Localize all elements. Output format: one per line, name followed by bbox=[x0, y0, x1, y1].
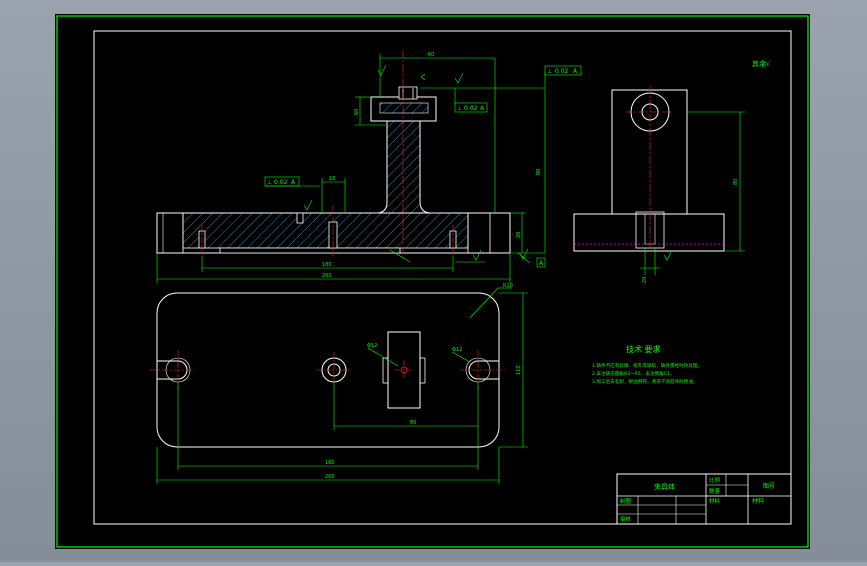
tech-req-line: 3.加工后去毛刺，锐边倒钝，清洗干净后涂防锈油。 bbox=[592, 378, 697, 385]
drawing-sheet bbox=[55, 14, 810, 549]
drawing-frame bbox=[93, 30, 792, 525]
dimension-text: 20 bbox=[642, 277, 648, 283]
hole-callout: Φ12 bbox=[367, 343, 377, 349]
technical-requirements: 技术 要求 1.铸件不应有砂眼、缩孔等缺陷，铸件需经时效处理。 2.未注铸造圆角… bbox=[592, 344, 702, 385]
tech-req-line: 1.铸件不应有砂眼、缩孔等缺陷，铸件需经时效处理。 bbox=[592, 362, 702, 369]
svg-text:0.02: 0.02 bbox=[464, 105, 478, 112]
svg-text:⊥: ⊥ bbox=[457, 105, 462, 112]
tech-req-title: 技术 要求 bbox=[626, 344, 661, 354]
base-plate-section bbox=[182, 212, 469, 249]
svg-text:A: A bbox=[291, 179, 296, 186]
material-label: 材料 bbox=[709, 497, 721, 505]
tolerance-frame: ⊥ 0.02 A bbox=[264, 176, 300, 187]
dimension-text: 80 bbox=[733, 179, 739, 185]
tech-req-line: 2.未注铸造圆角R3～R5，未注倒角C1。 bbox=[592, 370, 674, 377]
dimension-text: 80 bbox=[410, 420, 416, 426]
hole-callout: Φ12 bbox=[452, 347, 462, 353]
scale-label: 比例 bbox=[709, 476, 721, 484]
column-section bbox=[377, 119, 431, 214]
top-view: R10 80 180 200 110 Φ12 Φ12 bbox=[150, 283, 528, 484]
dimension-text: 20 bbox=[516, 232, 522, 238]
svg-text:0.02: 0.02 bbox=[274, 179, 288, 186]
title-block: 夹具体 比例 数量 图号 材料 材料 制图 审核 bbox=[616, 473, 792, 525]
dimension-text: 200 bbox=[322, 273, 332, 279]
dimension-text: 110 bbox=[516, 365, 522, 375]
dimension-text: 18 bbox=[329, 176, 335, 182]
tolerance-frame: ⊥ 0.02 A bbox=[454, 102, 488, 113]
part-name: 夹具体 bbox=[654, 482, 675, 491]
roughness-note: 其余√ bbox=[752, 59, 771, 68]
svg-text:A: A bbox=[480, 105, 485, 112]
dimension-text: 180 bbox=[322, 262, 332, 268]
role-label: 制图 bbox=[620, 497, 632, 505]
role-label: 审核 bbox=[620, 515, 632, 523]
tolerance-frame: ⊥ 0.02 A bbox=[544, 65, 582, 76]
quantity-label: 数量 bbox=[709, 487, 721, 495]
column-footprint bbox=[387, 331, 421, 409]
material-value: 材料 bbox=[752, 497, 764, 505]
svg-text:0.02: 0.02 bbox=[555, 68, 569, 75]
datum-label: A bbox=[539, 260, 544, 267]
dimension-text: 180 bbox=[325, 460, 335, 466]
dimension-text: R10 bbox=[503, 283, 513, 289]
sheet-outer-border bbox=[56, 15, 809, 548]
side-view: 80 20 bbox=[573, 86, 745, 283]
dimension-text: 60 bbox=[428, 52, 434, 58]
front-view: A ⊥ 0.02 A ⊥ 0.02 A ⊥ 0.02 A 60 18 80 20… bbox=[156, 50, 582, 283]
svg-text:⊥: ⊥ bbox=[547, 68, 552, 75]
dimension-text: 60 bbox=[354, 109, 360, 115]
svg-text:A: A bbox=[573, 68, 578, 75]
drawing-no-label: 图号 bbox=[763, 483, 775, 490]
dimension-text: 80 bbox=[536, 169, 542, 175]
dimension-text: 200 bbox=[325, 474, 335, 480]
svg-text:⊥: ⊥ bbox=[267, 179, 272, 186]
